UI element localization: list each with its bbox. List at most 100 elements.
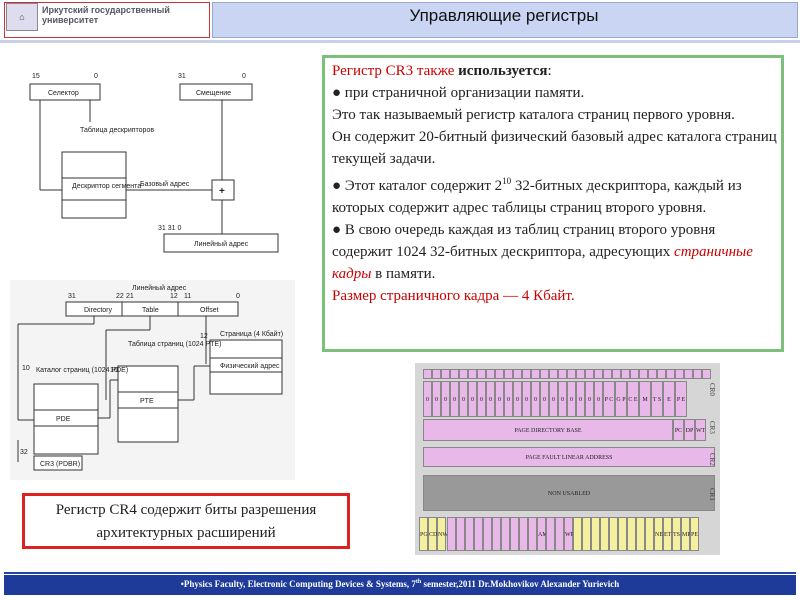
register-flag-cell: E M — [663, 381, 675, 439]
register-bit-cell — [495, 369, 504, 379]
register-bit-cell — [492, 517, 501, 551]
register-bit-cell — [474, 517, 483, 551]
footer-bar — [4, 575, 796, 595]
register-bit-cell — [555, 517, 564, 551]
register-name-label: CR0 — [708, 383, 716, 396]
page-label: Страница (4 Кбайт) — [220, 330, 283, 338]
register-bit-cell — [666, 369, 675, 379]
register-bit-cell: 0 — [495, 381, 504, 417]
base-address-text: Он содержит 20-битный физический базовый… — [332, 129, 777, 167]
directory-size-text: ● Этот каталог содержит 210 32-битных де… — [332, 176, 742, 216]
register-bit-cell — [567, 369, 576, 379]
bit-22: 22 — [116, 293, 124, 300]
segment-translation-diagram: 15 0 31 0 Селектор Смещение Таблица деск… — [29, 73, 279, 253]
register-bit-cell: 0 — [459, 381, 468, 417]
cr3-intro-bold: используется — [458, 63, 548, 79]
register-bit-cell — [600, 517, 609, 551]
register-bit-cell — [639, 369, 648, 379]
university-logo — [4, 2, 210, 38]
selector-box — [29, 83, 101, 101]
pte-label: PTE — [140, 398, 154, 405]
register-bit-cell — [459, 369, 468, 379]
register-bit-cell — [657, 369, 666, 379]
register-bit-cell — [645, 517, 654, 551]
bit-31-label: 31 — [178, 73, 186, 80]
linear-bits-label: 31 31 0 — [158, 225, 181, 232]
cr3-description-box — [322, 55, 784, 352]
university-crest-icon: ⌂ — [6, 3, 38, 31]
linear-address-box — [163, 233, 279, 253]
register-bit-cell — [504, 369, 513, 379]
register-bit-cell — [618, 517, 627, 551]
register-bit-cell: 0 — [576, 381, 585, 417]
register-bit-cell: 0 — [558, 381, 567, 417]
table-field: Table — [142, 307, 159, 314]
register-bit-cell: 0 — [567, 381, 576, 417]
register-name-label: CR1 — [708, 488, 716, 501]
register-bit-cell — [612, 369, 621, 379]
register-bit-cell — [447, 517, 456, 551]
register-bit-cell: 0 — [477, 381, 486, 417]
directory-register-text: Это так называемый регистр каталога стра… — [332, 107, 735, 123]
pcd-pwt-flag-cell: DP — [684, 419, 695, 441]
register-bit-cell: 0 — [450, 381, 459, 417]
non-usabled-field: NON USABLED — [423, 475, 715, 511]
register-bit-cell — [546, 517, 555, 551]
cr4-flag-cell: NW — [437, 517, 448, 551]
footer-divider — [4, 572, 796, 574]
register-bit-cell — [540, 369, 549, 379]
page-table-text: ● В свою очередь каждая из таблиц страни… — [332, 222, 753, 282]
register-bit-cell — [456, 517, 465, 551]
cr4-flag-cell: NE — [654, 517, 663, 551]
header-divider — [0, 40, 800, 43]
offset-label: Смещение — [196, 90, 231, 97]
register-bit-cell: 0 — [423, 381, 432, 417]
register-bit-cell — [675, 369, 684, 379]
register-bit-cell — [573, 517, 582, 551]
register-bit-cell — [441, 369, 450, 379]
cr3-description: Регистр CR3 также используется: ● при ст… — [332, 60, 777, 307]
register-bit-cell — [693, 369, 702, 379]
register-bit-cell — [609, 517, 618, 551]
register-bit-cell — [636, 517, 645, 551]
bit-21: 21 — [126, 293, 134, 300]
register-bit-cell: 0 — [540, 381, 549, 417]
register-flag-cell: C E — [627, 381, 639, 417]
cr4-flag-cell: CD — [428, 517, 437, 551]
bit-31: 31 — [68, 293, 76, 300]
cr3-label: CR3 (PDBR) — [40, 461, 80, 468]
page-title: Управляющие регистры — [409, 6, 599, 25]
offset-field: Offset — [200, 307, 219, 314]
bit-11: 11 — [184, 293, 191, 300]
selector-label: Селектор — [48, 90, 79, 97]
cr4-flag-cell: ET — [663, 517, 672, 551]
adder-box — [211, 179, 235, 201]
register-bit-cell — [423, 369, 432, 379]
register-flag-cell: G P — [615, 381, 627, 417]
register-bit-cell — [684, 369, 693, 379]
register-flag-cell: P E — [675, 381, 687, 417]
register-bit-cell — [501, 517, 510, 551]
cr4-box — [22, 493, 350, 549]
register-bit-cell — [519, 517, 528, 551]
register-bit-cell — [513, 369, 522, 379]
cr4-description: Регистр CR4 содержит биты разрешения арх… — [55, 502, 317, 541]
offset-box — [179, 83, 253, 101]
page-fault-linear-address-field: PAGE FAULT LINEAR ADDRESS — [423, 447, 715, 467]
register-bit-cell — [468, 369, 477, 379]
university-name: Иркутский государственный университет — [42, 5, 170, 25]
register-bit-cell — [432, 369, 441, 379]
bit-0-label: 0 — [94, 73, 98, 80]
register-bit-cell: 0 — [549, 381, 558, 417]
descriptor-table-label: Таблица дескрипторов — [80, 126, 154, 134]
register-bit-cell: 0 — [468, 381, 477, 417]
register-bit-cell — [522, 369, 531, 379]
page-frame-size: Размер страничного кадра — 4 Кбайт. — [332, 288, 575, 304]
segment-descriptor-label: Дескриптор сегмента — [72, 183, 141, 190]
directory-field: Directory — [84, 307, 113, 314]
pcd-pwt-flag-cell: WT — [695, 419, 706, 441]
register-bit-cell: 0 — [531, 381, 540, 417]
register-flag-cell: M P — [639, 381, 651, 439]
physical-address-box — [209, 357, 283, 373]
